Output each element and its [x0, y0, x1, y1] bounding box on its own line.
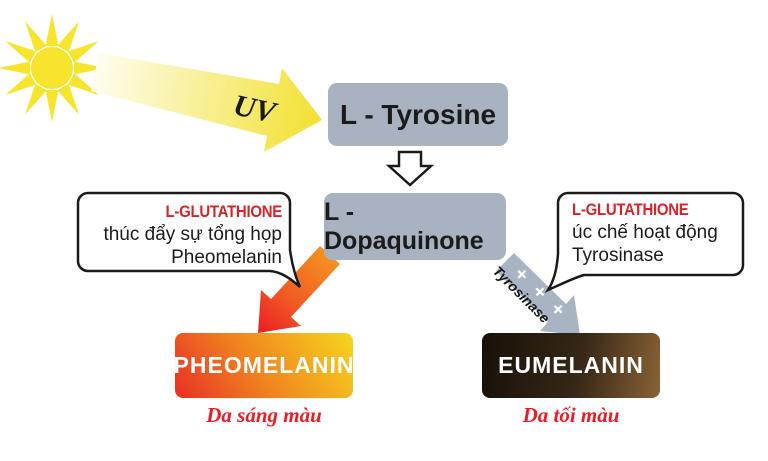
left-bubble-line2: Pheomelanin — [171, 247, 282, 268]
right-bubble-title: L-GLUTATHIONE — [572, 200, 689, 219]
node-l-tyrosine: L - Tyrosine — [328, 83, 508, 146]
down-arrow — [385, 150, 435, 187]
uv-arrow — [91, 53, 322, 152]
left-bubble-title: L-GLUTATHIONE — [165, 202, 282, 221]
sun-icon — [0, 14, 106, 122]
right-bubble-line2: Tyrosinase — [572, 245, 664, 266]
left-bubble-line1: thúc đẩy sự tổng họp — [103, 224, 282, 245]
node-pheomelanin: PHEOMELANIN — [173, 333, 355, 398]
right-bubble-text: L-GLUTATHIONE úc chế hoạt động Tyrosinas… — [572, 198, 740, 267]
node-l-dopaquinone: L - Dopaquinone — [324, 193, 506, 260]
node-eumelanin: EUMELANIN — [482, 333, 660, 398]
right-speech-bubble — [544, 191, 745, 293]
pheomelanin-arrow — [258, 246, 340, 333]
caption-light-skin: Da sáng màu — [206, 403, 322, 427]
node-l-dopaquinone-label: L - Dopaquinone — [324, 197, 484, 255]
node-l-tyrosine-label: L - Tyrosine — [339, 98, 497, 130]
left-bubble-text: L-GLUTATHIONE thúc đẩy sự tổng họp Pheom… — [82, 200, 282, 269]
left-speech-bubble — [76, 191, 302, 288]
node-eumelanin-label: EUMELANIN — [498, 352, 644, 378]
tyrosinase-arrow — [496, 253, 580, 335]
node-pheomelanin-label: PHEOMELANIN — [173, 352, 355, 378]
right-bubble-line1: úc chế hoạt động — [572, 222, 718, 243]
caption-dark-skin: Da tối màu — [522, 403, 620, 427]
